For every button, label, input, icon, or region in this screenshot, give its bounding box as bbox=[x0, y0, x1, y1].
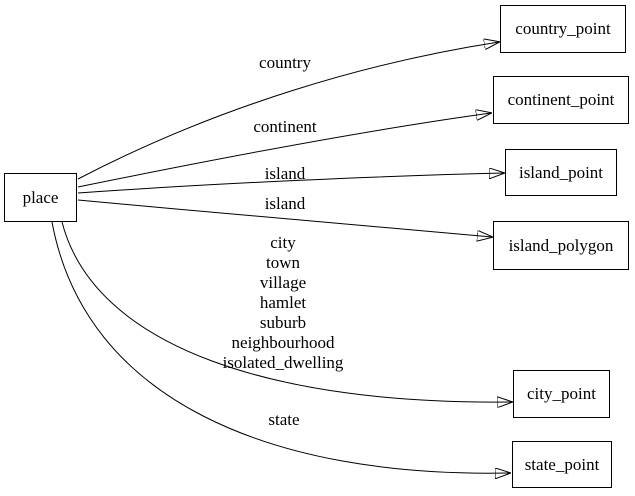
edge-label-neighbourhood: neighbourhood bbox=[231, 333, 335, 352]
edge-label-island-polygon: island bbox=[264, 194, 306, 213]
edge-label-isolated-dwelling: isolated_dwelling bbox=[222, 353, 344, 372]
node-island-polygon-label: island_polygon bbox=[508, 235, 614, 255]
node-continent-point-label: continent_point bbox=[507, 90, 615, 109]
node-state-point-label: state_point bbox=[524, 454, 600, 474]
edge-place-island_polygon bbox=[77, 199, 492, 237]
edge-label-city: city bbox=[270, 233, 296, 252]
node-place-label: place bbox=[22, 187, 59, 207]
node-country-point-label: country_point bbox=[515, 19, 611, 38]
edge-label-hamlet: hamlet bbox=[259, 293, 307, 312]
edge-label-city-group: city town village hamlet suburb neighbou… bbox=[223, 233, 344, 373]
edge-label-continent: continent bbox=[253, 117, 317, 136]
edge-label-state: state bbox=[268, 410, 300, 429]
node-continent-point: continent_point bbox=[493, 76, 629, 124]
node-country-point: country_point bbox=[500, 5, 626, 53]
edge-label-suburb: suburb bbox=[259, 313, 307, 332]
node-island-point: island_point bbox=[505, 149, 617, 196]
node-city-point: city_point bbox=[513, 370, 610, 418]
edge-label-country: country bbox=[259, 53, 311, 72]
node-island-polygon: island_polygon bbox=[493, 221, 629, 270]
edge-label-island-point: island bbox=[264, 164, 306, 183]
edge-place-country_point bbox=[77, 42, 499, 180]
node-state-point: state_point bbox=[512, 441, 612, 488]
edge-label-town: town bbox=[266, 253, 300, 272]
edge-label-village: village bbox=[259, 273, 307, 292]
edge-place-city_point bbox=[61, 221, 512, 402]
edge-place-island_point bbox=[77, 173, 504, 194]
node-island-point-label: island_point bbox=[518, 162, 604, 182]
edge-place-continent_point bbox=[77, 113, 491, 188]
node-place: place bbox=[4, 173, 77, 222]
node-city-point-label: city_point bbox=[527, 384, 596, 403]
edge-place-state_point bbox=[51, 221, 510, 473]
